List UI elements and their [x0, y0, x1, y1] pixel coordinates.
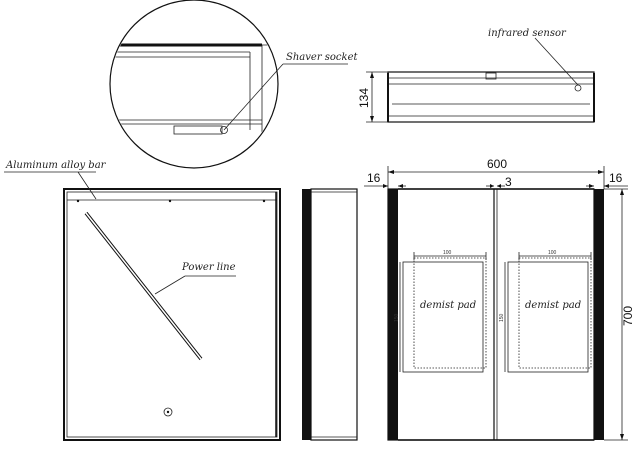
width-dimension	[387, 166, 605, 189]
shaver-socket-label: Shaver socket	[286, 52, 359, 63]
power-line-label: Power line	[181, 262, 236, 273]
side-right-value: 16	[609, 171, 623, 185]
pad-width-right-value: 100	[548, 250, 557, 256]
aluminum-bar-label: Aluminum alloy bar	[5, 160, 107, 171]
depth-dimension	[366, 71, 388, 123]
pad-height-left-value: 150	[394, 313, 400, 322]
front-view-mirror	[63, 188, 281, 441]
pad-height-right-value: 150	[499, 313, 505, 322]
side-left-dimension	[364, 184, 406, 188]
width-value: 600	[487, 157, 507, 171]
gap-value: 3	[505, 175, 512, 189]
infrared-sensor-label: infrared sensor	[488, 28, 567, 39]
demist-pad-left	[402, 257, 487, 373]
power-line-leader	[154, 275, 186, 295]
detail-zoom-view	[109, 0, 279, 169]
side-right-dimension	[586, 184, 628, 188]
back-view	[387, 188, 604, 441]
height-dimension	[604, 188, 628, 441]
demist-pad-left-label: demist pad	[420, 300, 476, 311]
gap-dimension	[486, 184, 505, 188]
infrared-sensor-dot	[574, 84, 582, 92]
pad-width-left-value: 100	[443, 250, 452, 256]
top-view	[387, 71, 595, 123]
shaver-socket-leader	[223, 63, 284, 131]
height-value: 700	[621, 306, 635, 326]
side-left-value: 16	[367, 171, 381, 185]
aluminum-bar-leader	[77, 171, 97, 200]
demist-pad-right-label: demist pad	[525, 300, 581, 311]
depth-value: 134	[357, 88, 371, 108]
touch-switch-icon	[163, 407, 173, 417]
demist-pad-right	[507, 257, 592, 373]
side-view	[302, 188, 358, 441]
infrared-sensor-leader	[534, 37, 579, 86]
